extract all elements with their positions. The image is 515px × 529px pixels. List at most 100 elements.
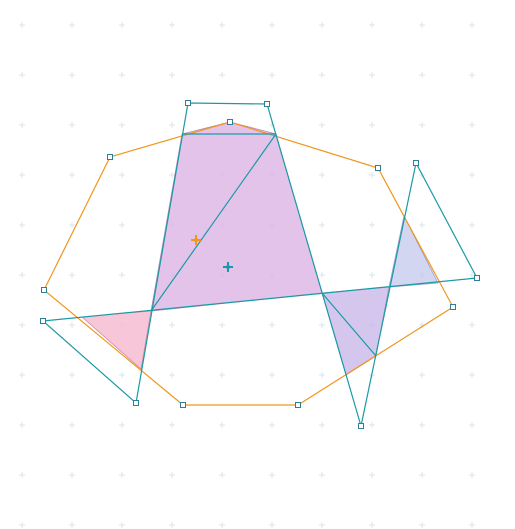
vertex-handle-icon[interactable] [375,165,381,171]
grid-marker [169,22,175,28]
grid-marker [19,422,25,428]
grid-marker [419,372,425,378]
grid-marker [419,472,425,478]
grid-marker [369,22,375,28]
grid-marker [469,22,475,28]
grid-marker [119,522,125,528]
grid-marker [269,72,275,78]
overlap-region-main [150,121,323,312]
grid-marker [219,422,225,428]
grid-marker [319,422,325,428]
grid-marker [69,372,75,378]
grid-marker [119,222,125,228]
grid-marker [19,272,25,278]
vertex-handle-icon[interactable] [227,119,233,125]
grid-marker [319,372,325,378]
grid-marker [319,72,325,78]
grid-marker [319,472,325,478]
grid-marker [119,372,125,378]
grid-marker [119,122,125,128]
grid-marker [119,172,125,178]
grid-marker [469,122,475,128]
grid-marker [169,72,175,78]
grid-marker [419,222,425,228]
grid-marker [419,122,425,128]
grid-marker [369,522,375,528]
grid-marker [469,472,475,478]
grid-marker [69,22,75,28]
grid-marker [169,122,175,128]
grid-marker [269,22,275,28]
grid-marker [319,172,325,178]
grid-marker [69,472,75,478]
vertex-handle-icon[interactable] [107,154,113,160]
grid-marker [19,172,25,178]
overlap-region-left [81,310,152,370]
grid-marker [169,472,175,478]
grid-marker [419,422,425,428]
grid-marker [69,322,75,328]
grid-marker [19,122,25,128]
grid-marker [19,372,25,378]
grid-marker [419,72,425,78]
grid-marker [69,72,75,78]
vertex-handle-icon[interactable] [41,287,47,293]
grid-marker [119,472,125,478]
grid-marker [69,122,75,128]
grid-marker [469,422,475,428]
grid-marker [19,22,25,28]
grid-marker [219,372,225,378]
vertex-handle-icon[interactable] [358,423,364,429]
grid-marker [469,372,475,378]
grid-marker [319,122,325,128]
vertex-handle-icon[interactable] [133,400,139,406]
grid-marker [469,322,475,328]
grid-marker [469,222,475,228]
vertex-handle-icon[interactable] [295,402,301,408]
grid-marker [169,372,175,378]
grid-marker [119,22,125,28]
grid-marker [219,322,225,328]
grid-marker [19,322,25,328]
vertex-handle-icon[interactable] [413,160,419,166]
grid-marker [69,222,75,228]
grid-marker [19,72,25,78]
vertex-handle-icon[interactable] [474,275,480,281]
grid-marker [69,522,75,528]
grid-marker [169,172,175,178]
grid-marker [269,472,275,478]
grid-marker [419,22,425,28]
diagonal-segment-2 [321,292,377,357]
vertex-handle-icon[interactable] [40,318,46,324]
grid-marker [469,172,475,178]
overlap-region-center-right [321,286,390,376]
grid-marker [19,472,25,478]
grid-marker [69,172,75,178]
grid-marker [319,22,325,28]
grid-marker [119,422,125,428]
orange-centroid-icon[interactable] [191,235,201,245]
grid-marker [269,372,275,378]
vertex-handle-icon[interactable] [185,100,191,106]
grid-marker [369,172,375,178]
grid-marker [369,222,375,228]
teal-centroid-icon[interactable] [223,262,233,272]
grid-marker [319,322,325,328]
grid-marker [319,522,325,528]
grid-marker [169,422,175,428]
grid-marker [169,522,175,528]
teal-polygon-outline[interactable] [41,102,478,427]
overlap-region-right [388,214,439,288]
orange-octagon-outline[interactable] [43,121,454,406]
vertex-handle-icon[interactable] [450,304,456,310]
grid-marker [419,522,425,528]
vertex-handle-icon[interactable] [180,402,186,408]
grid-marker [269,322,275,328]
grid-marker [369,422,375,428]
vertex-handle-icon[interactable] [264,101,270,107]
vertex-handles[interactable] [40,100,480,429]
diagonal-segment-1 [150,133,277,312]
grid-marker [69,272,75,278]
grid-marker [219,472,225,478]
